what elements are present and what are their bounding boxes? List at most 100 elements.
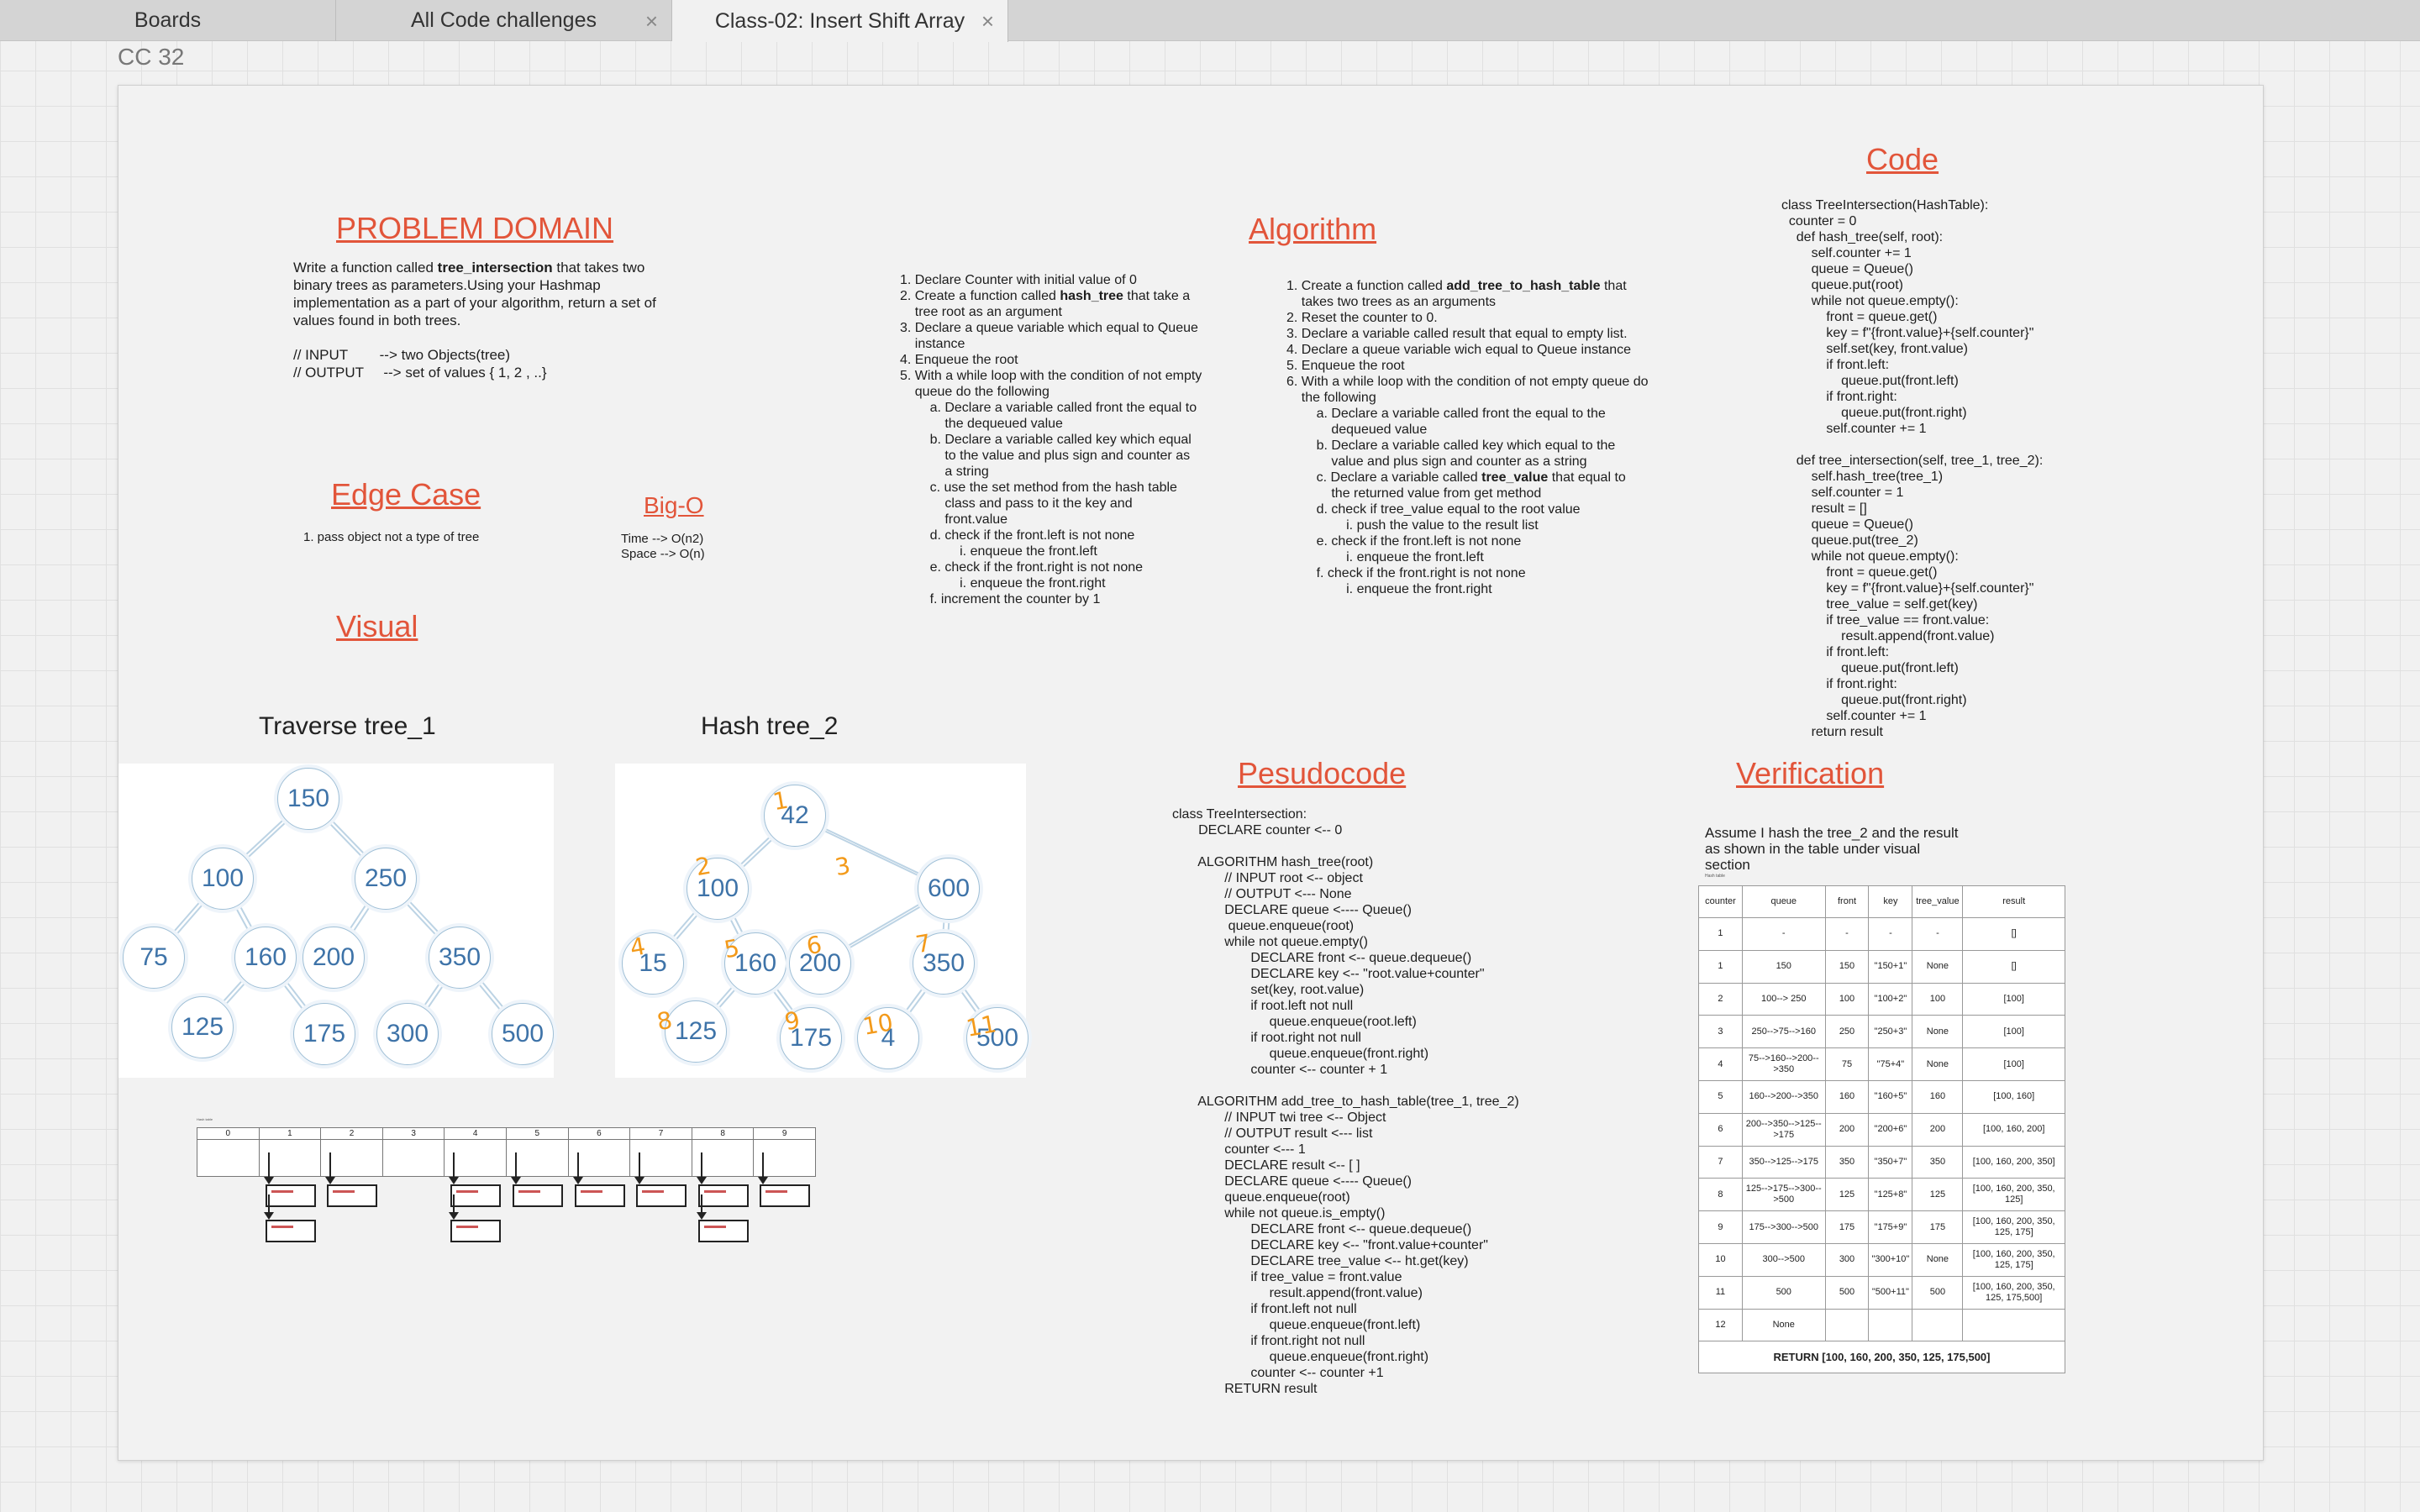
table-cell: "75+4" xyxy=(1868,1047,1913,1081)
tab-bar: Boards All Code challenges × Class-02: In… xyxy=(0,0,2420,42)
tree-node: 300 xyxy=(376,1003,439,1065)
linked-list-node xyxy=(513,1184,563,1207)
function-name: tree_intersection xyxy=(437,260,553,276)
problem-description: Write a function called tree_intersectio… xyxy=(293,260,644,276)
table-cell: - xyxy=(1868,917,1913,951)
list-item: 6. With a while loop with the condition … xyxy=(1286,375,1649,389)
list-item: 5. Enqueue the root xyxy=(1286,359,1405,373)
column-header: queue xyxy=(1741,885,1826,918)
tree-node: 42 xyxy=(764,785,826,847)
table-cell xyxy=(1824,1308,1870,1342)
tree-node: 500 xyxy=(966,1007,1028,1069)
whiteboard-frame[interactable]: PROBLEM DOMAIN Write a function called t… xyxy=(118,85,2264,1461)
pointer-arrow xyxy=(263,1152,274,1184)
table-cell: None xyxy=(1912,1047,1964,1081)
close-icon[interactable]: × xyxy=(981,8,994,34)
list-item: 3. Declare a queue variable which equal … xyxy=(900,321,1198,335)
list-item: b. Declare a variable called key which e… xyxy=(1286,438,1616,453)
list-item: d. check if tree_value equal to the root… xyxy=(1286,502,1581,517)
table-cell: 160-->200-->350 xyxy=(1741,1079,1826,1114)
table-cell: "500+11" xyxy=(1868,1275,1913,1310)
table-cell: None xyxy=(1912,949,1964,984)
tree-node: 150 xyxy=(277,768,339,830)
table-cell: 175-->300-->500 xyxy=(1741,1210,1826,1244)
table-cell: 11 xyxy=(1698,1275,1743,1310)
table-cell: 12 xyxy=(1698,1308,1743,1342)
table-cell: [100, 160, 200] xyxy=(1962,1112,2065,1147)
table-cell: 500 xyxy=(1741,1275,1826,1310)
tab-all-code-challenges[interactable]: All Code challenges × xyxy=(336,0,672,41)
table-cell: [100, 160, 200, 350, 125, 175,500] xyxy=(1962,1275,2065,1310)
table-cell: 7 xyxy=(1698,1145,1743,1179)
table-cell: "150+1" xyxy=(1868,949,1913,984)
table-cell: 250 xyxy=(1824,1015,1870,1049)
algorithm-steps: 1. Create a function called add_tree_to_… xyxy=(1286,278,1648,597)
table-cell: 300-->500 xyxy=(1741,1242,1826,1277)
list-item: f. increment the counter by 1 xyxy=(900,592,1101,606)
table-cell: None xyxy=(1912,1015,1964,1049)
table-cell: 100 xyxy=(1912,982,1964,1016)
table-cell: 200 xyxy=(1824,1112,1870,1147)
list-item: the returned value from get method xyxy=(1286,486,1542,501)
slot-index: 4 xyxy=(445,1128,506,1140)
tab-class-02[interactable]: Class-02: Insert Shift Array × xyxy=(672,0,1008,42)
table-cell: 300 xyxy=(1824,1242,1870,1277)
tree-node: 125 xyxy=(665,1000,727,1063)
tree-node: 125 xyxy=(171,996,234,1058)
tree-node: 600 xyxy=(918,858,980,920)
hash-bucket-slot: 0 xyxy=(197,1127,260,1177)
table-cell: "200+6" xyxy=(1868,1112,1913,1147)
slot-index: 0 xyxy=(197,1128,259,1140)
board-label: CC 32 xyxy=(118,44,185,70)
list-item: 2. Create a function called hash_tree th… xyxy=(900,289,1191,303)
linked-list-node xyxy=(697,1184,749,1207)
table-row: 1----[] xyxy=(1698,917,2065,951)
table-cell: "100+2" xyxy=(1868,982,1913,1016)
tab-label: All Code challenges xyxy=(411,8,597,32)
table-cell xyxy=(1962,1308,2065,1342)
table-cell: "125+8" xyxy=(1868,1178,1913,1212)
tree-node: 75 xyxy=(123,927,185,989)
pointer-arrow xyxy=(572,1152,583,1184)
list-item: value and plus sign and counter as a str… xyxy=(1286,454,1587,469)
table-cell: 4 xyxy=(1698,1047,1743,1081)
list-item: c. Declare a variable called tree_value … xyxy=(1286,470,1626,485)
tree-node: 500 xyxy=(492,1003,554,1065)
tree-node: 350 xyxy=(913,932,975,995)
close-icon[interactable]: × xyxy=(644,8,658,34)
table-cell: "175+9" xyxy=(1868,1210,1913,1244)
linked-list-node xyxy=(574,1184,625,1207)
tree-node: 175 xyxy=(780,1007,842,1069)
tab-label: Class-02: Insert Shift Array xyxy=(714,8,965,33)
list-item: a. Declare a variable called front the e… xyxy=(1286,407,1606,421)
column-header: counter xyxy=(1698,885,1743,918)
table-cell: "300+10" xyxy=(1868,1242,1913,1277)
table-cell: 150 xyxy=(1824,949,1870,984)
desc-text: that takes two xyxy=(552,260,645,276)
table-cell: 100--> 250 xyxy=(1741,982,1826,1016)
desc-line: implementation as a part of your algorit… xyxy=(293,295,656,311)
table-cell: 75 xyxy=(1824,1047,1870,1081)
code-heading: Code xyxy=(1866,142,1939,176)
table-cell: 125-->175-->300-->500 xyxy=(1741,1178,1826,1212)
list-item: a. Declare a variable called front the e… xyxy=(900,401,1197,415)
column-header: key xyxy=(1868,885,1913,918)
list-item: 4. Enqueue the root xyxy=(900,353,1018,367)
tab-boards[interactable]: Boards xyxy=(0,0,336,41)
table-cell: 350-->125-->175 xyxy=(1741,1145,1826,1179)
table-cell: 200-->350-->125-->175 xyxy=(1741,1112,1826,1147)
tree-node: 100 xyxy=(192,848,254,910)
list-item: f. check if the front.right is not none xyxy=(1286,566,1526,580)
table-cell: [100, 160, 200, 350] xyxy=(1962,1145,2065,1179)
hash-tree-steps: 1. Declare Counter with initial value of… xyxy=(900,272,1202,607)
table-cell: 10 xyxy=(1698,1242,1743,1277)
